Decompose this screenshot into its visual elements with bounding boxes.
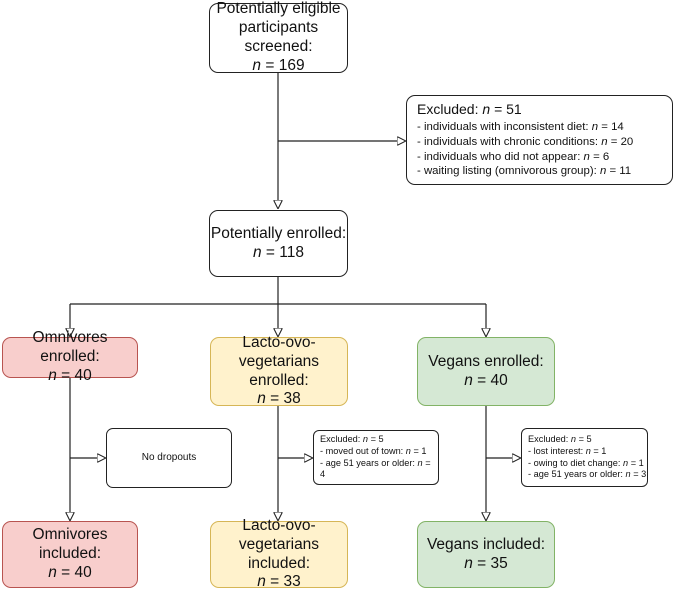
vegans-excluded-box: Excluded: n = 5 - lost interest: n = 1 -…: [521, 428, 648, 487]
omnivores-included-box: Omnivores included: n = 40: [2, 521, 138, 588]
omnivores-included-count: n = 40: [48, 563, 92, 581]
enrolled-label: Potentially enrolled:: [210, 224, 347, 242]
omnivores-enrolled-count: n = 40: [48, 366, 92, 384]
vegans-included-box: Vegans included: n = 35: [417, 521, 555, 588]
screened-box: Potentially eligible participants screen…: [209, 0, 348, 74]
lacto-enrolled-label: Lacto-ovo- vegetarians enrolled:: [238, 333, 320, 389]
lacto-included-box: Lacto-ovo- vegetarians included: n = 33: [210, 517, 348, 590]
no-dropouts-box: No dropouts: [106, 428, 232, 488]
vegans-included-count: n = 35: [464, 554, 508, 572]
screened-label: Potentially eligible participants screen…: [216, 0, 341, 55]
vegans-enrolled-box: Vegans enrolled: n = 40: [417, 337, 555, 406]
excluded-item: - waiting listing (omnivorous group): n …: [417, 165, 632, 178]
lacto-excluded-box: Excluded: n = 5 - moved out of town: n =…: [313, 430, 439, 485]
excluded-header: Excluded: n = 51: [417, 100, 522, 117]
lacto-included-count: n = 33: [257, 573, 301, 591]
vegans-excluded-item: - age 51 years or older: n = 3: [528, 469, 647, 480]
lacto-included-label: Lacto-ovo- vegetarians included:: [238, 516, 320, 572]
lacto-enrolled-count: n = 38: [257, 390, 301, 408]
vegans-excluded-item: - owing to diet change: n = 1: [528, 457, 644, 468]
vegans-enrolled-label: Vegans enrolled:: [428, 352, 544, 370]
excluded-box: Excluded: n = 51 - individuals with inco…: [406, 95, 673, 185]
vegans-excluded-header: Excluded: n = 5: [528, 433, 592, 444]
excluded-item: - individuals with inconsistent diet: n …: [417, 120, 624, 133]
excluded-item: - individuals with chronic conditions: n…: [417, 135, 634, 148]
no-dropouts-label: No dropouts: [141, 451, 197, 463]
lacto-enrolled-box: Lacto-ovo- vegetarians enrolled: n = 38: [210, 333, 348, 408]
omnivores-enrolled-label: Omnivores enrolled:: [32, 329, 108, 366]
screened-count: n = 169: [252, 56, 305, 74]
omnivores-included-label: Omnivores included:: [32, 526, 108, 563]
vegans-included-label: Vegans included:: [426, 535, 546, 553]
enrolled-box: Potentially enrolled: n = 118: [209, 210, 348, 277]
lacto-excluded-header: Excluded: n = 5: [320, 433, 384, 444]
vegans-excluded-item: - lost interest: n = 1: [528, 445, 607, 456]
omnivores-enrolled-box: Omnivores enrolled: n = 40: [2, 329, 138, 384]
enrolled-count: n = 118: [252, 243, 304, 261]
excluded-item: - individuals who did not appear: n = 6: [417, 150, 610, 163]
vegans-enrolled-count: n = 40: [464, 371, 508, 389]
lacto-excluded-item: - age 51 years or older: n = 4: [320, 457, 431, 480]
lacto-excluded-item: - moved out of town: n = 1: [320, 445, 427, 456]
